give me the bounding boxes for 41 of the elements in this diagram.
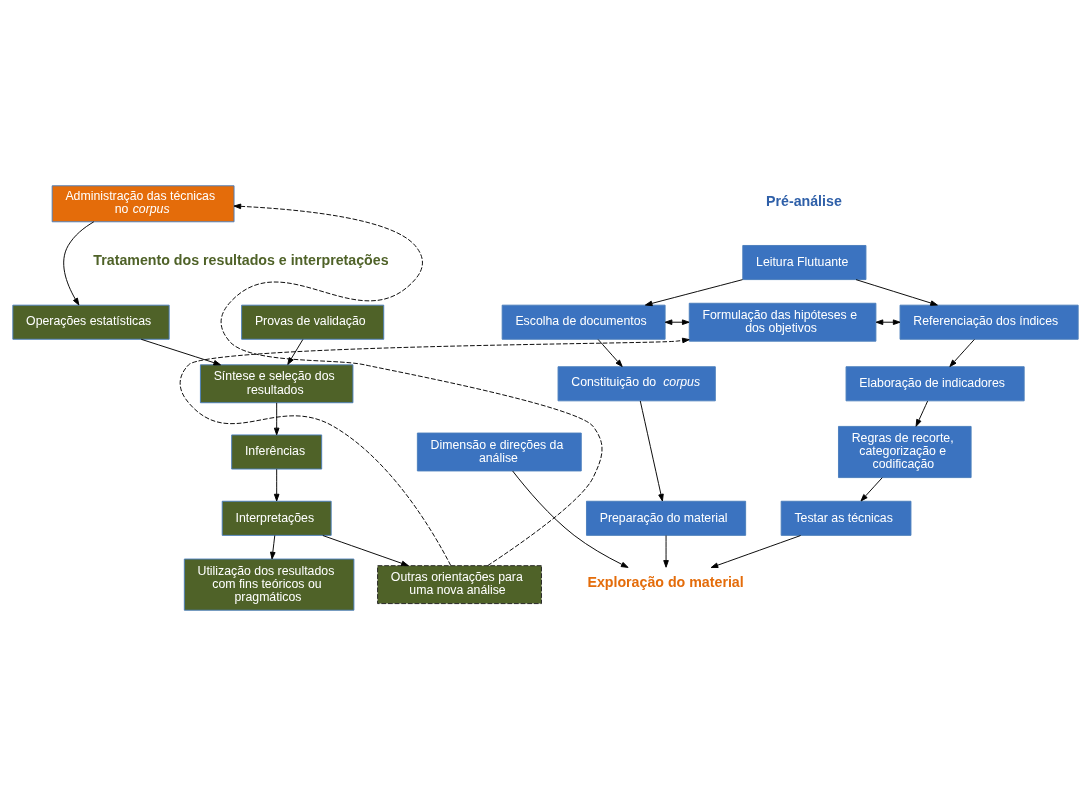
- arrow: [140, 338, 221, 366]
- node-box: Utilização dos resultados com fins teóricos ou pragmáticos: [183, 558, 355, 611]
- arrow: [664, 319, 690, 325]
- label: Pré-análise: [766, 193, 842, 210]
- arrow: [322, 535, 409, 567]
- node-box: Outras orientações para uma nova análise: [377, 565, 542, 605]
- arrow: [644, 279, 744, 307]
- arrow: [663, 535, 669, 568]
- node-box: Regras de recorte, categorização e codificação: [838, 425, 972, 479]
- node-box: Escolha de documentos: [501, 304, 666, 340]
- node-text: Exploração do material: [587, 574, 744, 590]
- arrow: [273, 402, 280, 436]
- arrow: [639, 400, 664, 502]
- arrow: [915, 400, 929, 427]
- node-box: Referenciação dos índices: [899, 304, 1079, 340]
- node-box: Testar as técnicas: [780, 500, 912, 536]
- arrow: [512, 470, 629, 568]
- arrow: [597, 339, 623, 368]
- arrow: [270, 535, 276, 560]
- node-box: Leitura Flutuante: [742, 245, 867, 281]
- arrow: [179, 337, 690, 566]
- label: Tratamento dos resultados e interpretações: [93, 251, 389, 268]
- arrow: [710, 535, 802, 568]
- arrow: [273, 468, 280, 502]
- node-box: Inferências: [231, 434, 323, 470]
- node-box: Preparação do material: [586, 500, 747, 536]
- arrow: [855, 279, 938, 306]
- node-box: Dimensão e direções da análise: [416, 432, 582, 472]
- arrow: [287, 339, 304, 365]
- node-box: Operações estatísticas: [12, 304, 170, 340]
- node-box: Constituição do corpus: [557, 366, 716, 402]
- arrow: [875, 319, 901, 325]
- node-box: Elaboração de indicadores: [845, 366, 1025, 402]
- node-box: Formulação das hipóteses e dos objetivos: [688, 302, 877, 342]
- node-box: Interpretações: [221, 500, 332, 536]
- node-box: Administração das técnicas no corpus: [51, 185, 235, 223]
- arrow: [63, 221, 95, 306]
- arrow: [949, 339, 975, 368]
- node-box: Síntese e seleção dos resultados: [199, 364, 354, 404]
- node-box: Provas de validação: [241, 304, 385, 340]
- arrow: [860, 477, 883, 502]
